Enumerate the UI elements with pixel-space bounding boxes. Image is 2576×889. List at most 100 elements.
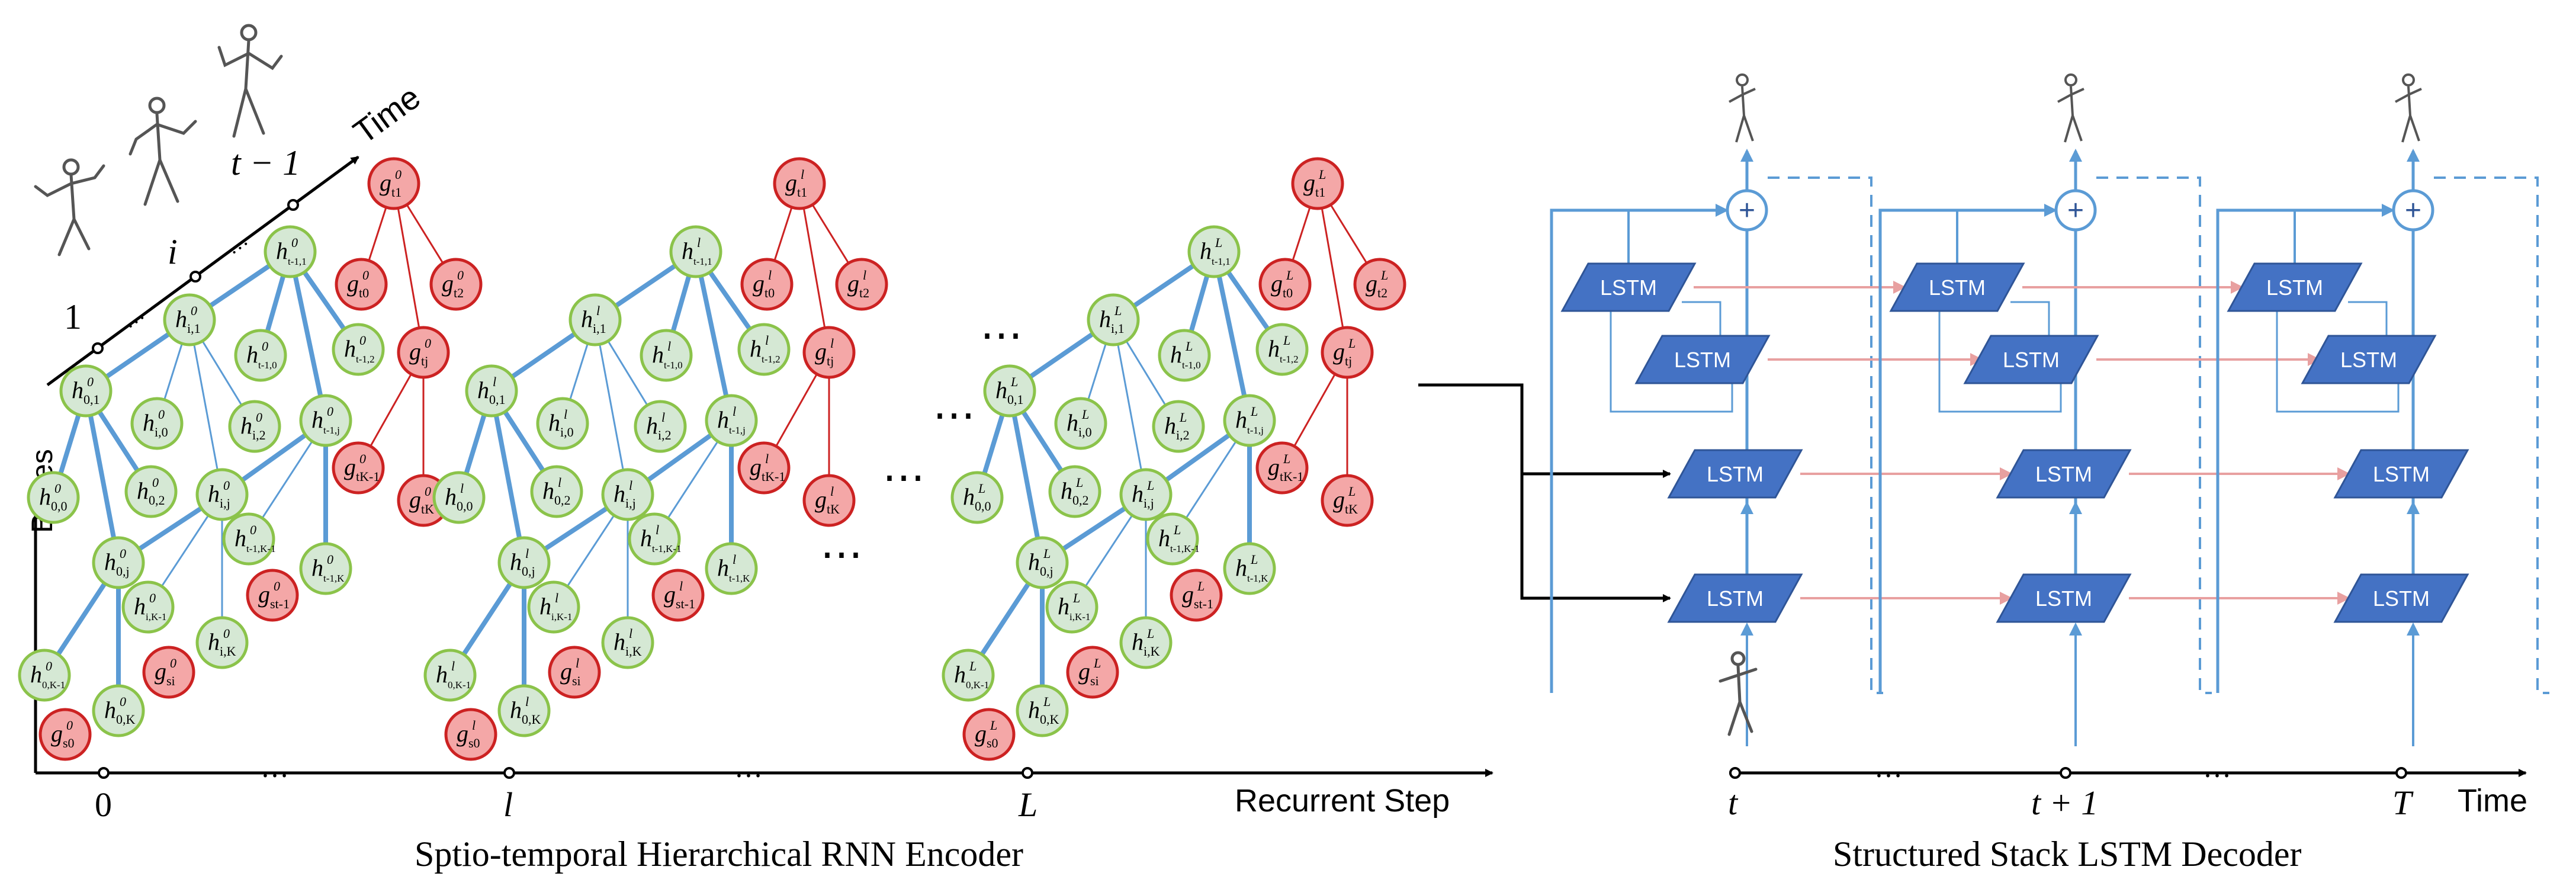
node-label: h bbox=[175, 306, 187, 332]
node-subscript: 0,0 bbox=[975, 499, 991, 513]
step-ellipsis-1: … bbox=[261, 752, 289, 784]
pose-figure-1 bbox=[34, 158, 105, 256]
node-subscript: s0 bbox=[63, 736, 75, 750]
node-label: h bbox=[963, 483, 975, 510]
node-label: h bbox=[1200, 238, 1212, 264]
node-label: h bbox=[1235, 554, 1247, 581]
node-label: h bbox=[510, 548, 522, 575]
node-superscript: l bbox=[629, 478, 632, 493]
node-label: g bbox=[380, 169, 391, 196]
time-label: Time bbox=[346, 78, 427, 151]
node-label: g bbox=[753, 270, 765, 297]
plus-label: + bbox=[2067, 195, 2084, 226]
node-superscript: l bbox=[830, 484, 834, 499]
node-subscript: tj bbox=[421, 354, 428, 368]
node-superscript: 0 bbox=[291, 235, 298, 250]
node-label: g bbox=[1078, 658, 1090, 685]
node-label: h bbox=[344, 335, 356, 362]
node-label: g bbox=[847, 270, 859, 297]
node-label: h bbox=[311, 554, 323, 581]
node-superscript: 0 bbox=[87, 374, 94, 389]
node-superscript: L bbox=[1185, 339, 1193, 354]
node-subscript: t-1,K-1 bbox=[246, 543, 276, 554]
node-subscript: i,K-1 bbox=[1069, 611, 1090, 622]
node-superscript: l bbox=[576, 656, 579, 670]
node-label: g bbox=[1333, 338, 1345, 365]
gate-edge bbox=[393, 183, 425, 353]
lstm-cell-bottom: LSTM bbox=[2333, 573, 2469, 623]
node-label: h bbox=[436, 661, 448, 688]
lstm-cell-upper-left: LSTM bbox=[2227, 262, 2363, 312]
time-tick-i bbox=[189, 271, 201, 283]
node-subscript: i,K-1 bbox=[551, 611, 572, 622]
time-label-1: 1 bbox=[64, 297, 82, 336]
node-subscript: t-1,0 bbox=[1182, 360, 1201, 371]
node-subscript: i,0 bbox=[560, 425, 574, 439]
node-superscript: l bbox=[596, 303, 600, 318]
step-label-0: 0 bbox=[95, 785, 112, 824]
dec-time-label-t: t bbox=[1728, 784, 1739, 822]
lstm-cell-bottom: LSTM bbox=[1667, 573, 1803, 623]
node-subscript: tK-1 bbox=[356, 469, 380, 484]
dec-tick-T bbox=[2395, 767, 2407, 779]
node-label: h bbox=[750, 335, 762, 362]
node-subscript: st-1 bbox=[270, 596, 290, 611]
decoder-input-pose bbox=[1719, 651, 1758, 736]
node-subscript: 0,K bbox=[1040, 712, 1059, 727]
node-subscript: t1 bbox=[391, 185, 402, 200]
node-superscript: l bbox=[558, 475, 561, 490]
node-superscript: L bbox=[1318, 167, 1326, 182]
node-superscript: 0 bbox=[191, 303, 197, 318]
node-label: h bbox=[1028, 697, 1040, 723]
tree-edge bbox=[1007, 390, 1045, 563]
node-subscript: tK bbox=[827, 502, 840, 516]
step-tick-l bbox=[503, 767, 515, 779]
lstm-label: LSTM bbox=[2340, 348, 2397, 372]
node-subscript: s0 bbox=[987, 736, 998, 750]
node-superscript: L bbox=[1283, 333, 1290, 348]
step-tick-L bbox=[1022, 767, 1033, 779]
node-label: h bbox=[542, 477, 554, 504]
node-label: h bbox=[539, 593, 551, 620]
encoder-to-decoder-connector bbox=[1418, 383, 1671, 602]
lstm-cell-middle: LSTM bbox=[2333, 449, 2469, 499]
node-label: h bbox=[276, 238, 288, 264]
lstm-cell-middle: LSTM bbox=[1667, 449, 1803, 499]
time-tick-t-1 bbox=[287, 199, 299, 211]
node-superscript: l bbox=[768, 268, 772, 283]
decoder-panel: +LSTMLSTMLSTMLSTM+LSTMLSTMLSTMLSTM+LSTML… bbox=[1550, 73, 2549, 874]
node-label: h bbox=[717, 554, 729, 581]
lstm-label: LSTM bbox=[2003, 348, 2060, 372]
lstm-a-to-b bbox=[2348, 301, 2388, 336]
node-superscript: l bbox=[656, 522, 659, 537]
node-superscript: L bbox=[1173, 522, 1181, 537]
node-superscript: L bbox=[1348, 336, 1356, 351]
node-label: g bbox=[1303, 169, 1315, 196]
node-superscript: 0 bbox=[66, 718, 73, 733]
node-superscript: L bbox=[1215, 235, 1222, 250]
tree-edge bbox=[693, 251, 734, 421]
node-superscript: 0 bbox=[54, 481, 61, 496]
node-label: h bbox=[1132, 628, 1144, 655]
node-superscript: 0 bbox=[262, 339, 268, 354]
lstm-label: LSTM bbox=[2035, 586, 2092, 611]
node-subscript: i,K bbox=[625, 644, 642, 659]
